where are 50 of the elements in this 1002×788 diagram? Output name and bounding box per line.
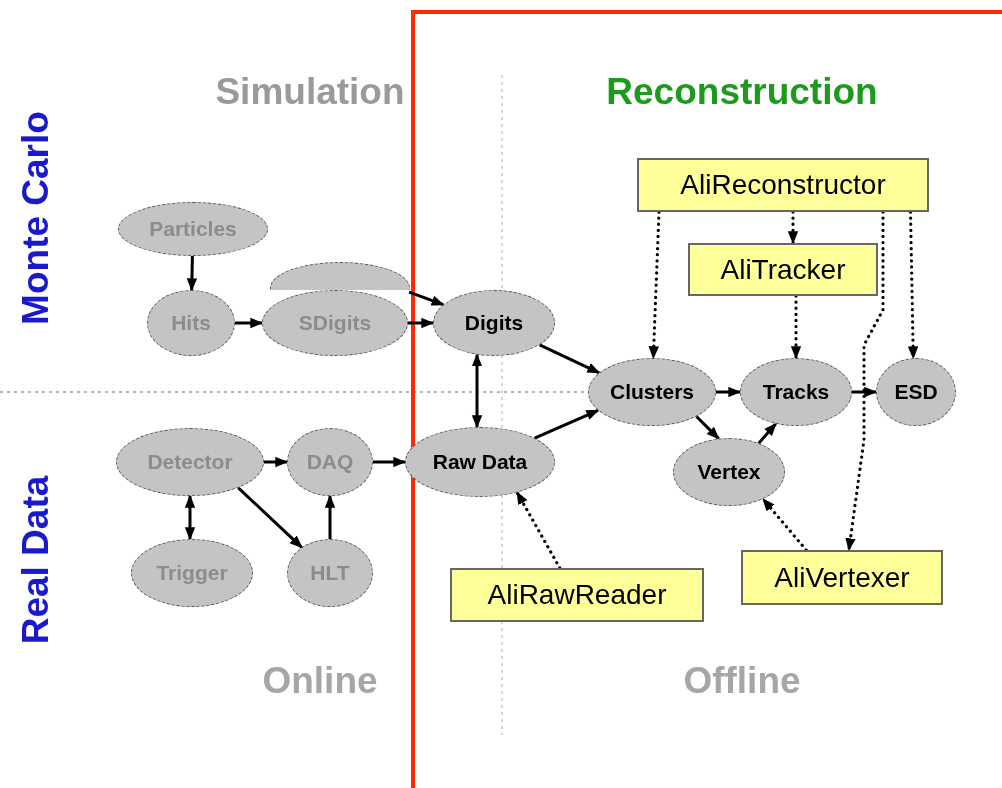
arrow: [515, 490, 562, 570]
column-heading: Reconstruction: [606, 71, 878, 113]
node-label: Clusters: [610, 380, 694, 404]
arrow: [237, 486, 303, 549]
arrow: [648, 210, 661, 360]
node-label: Vertex: [697, 460, 761, 484]
node-label: Raw Data: [432, 450, 528, 474]
column-heading: Simulation: [215, 71, 405, 113]
node-label: Particles: [149, 217, 237, 241]
arrow: [264, 456, 289, 468]
arrow: [790, 294, 802, 360]
class-box: [450, 568, 704, 622]
class-name: AliTracker: [720, 253, 846, 286]
arrow: [538, 343, 601, 375]
arrow: [852, 386, 878, 398]
class-box: [741, 550, 943, 605]
arrow: [695, 415, 720, 440]
node-label: Digits: [464, 311, 524, 335]
class-box: [637, 158, 929, 212]
node-label: Tracks: [762, 380, 830, 404]
class-name: AliVertexer: [774, 561, 910, 594]
node-label: SDigits: [298, 311, 372, 335]
node-label: ESD: [894, 380, 938, 404]
node-label: Hits: [171, 311, 211, 335]
arrow: [408, 317, 435, 329]
arrow: [324, 494, 336, 539]
row-heading: Real Data: [15, 475, 57, 645]
arrow: [534, 408, 600, 440]
arrow: [845, 210, 885, 552]
node-label: Detector: [147, 450, 233, 474]
row-heading: Monte Carlo: [15, 111, 57, 325]
arrow: [408, 290, 445, 307]
data-ellipse: [270, 262, 410, 290]
column-heading: Online: [262, 660, 378, 702]
arrow: [757, 422, 777, 445]
arrow: [184, 494, 196, 541]
arrow: [716, 386, 742, 398]
arrow: [373, 456, 407, 468]
arrow: [907, 210, 919, 360]
node-label: DAQ: [306, 450, 354, 474]
arrow: [186, 255, 198, 292]
arrow: [235, 317, 264, 329]
class-name: AliRawReader: [487, 579, 667, 611]
class-name: AliReconstructor: [680, 169, 886, 201]
arrow: [761, 497, 808, 552]
node-label: HLT: [310, 561, 350, 585]
class-box: [688, 243, 878, 296]
arrow: [787, 210, 799, 245]
column-heading: Offline: [683, 660, 801, 702]
node-label: Trigger: [156, 561, 228, 585]
